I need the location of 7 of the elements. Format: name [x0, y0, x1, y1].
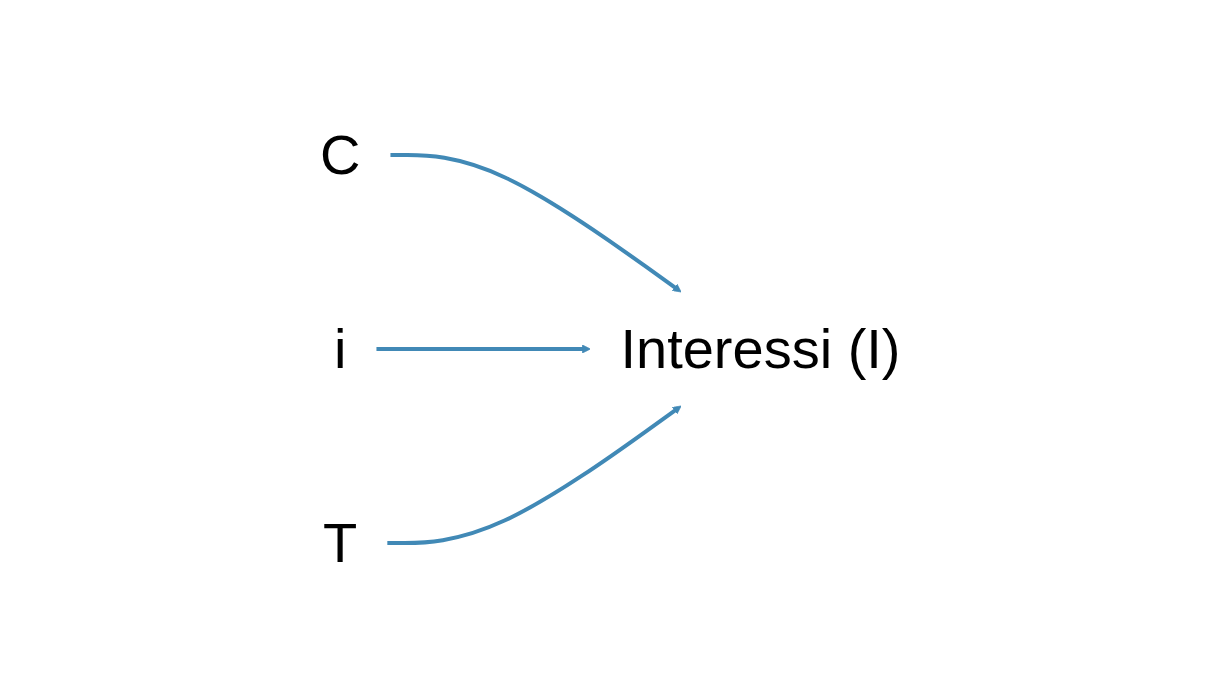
- node-text: T: [322, 511, 358, 574]
- arrow: [390, 153, 682, 293]
- arrow: [376, 344, 591, 354]
- node-text: i: [333, 317, 347, 380]
- node-text: Interessi (I): [620, 317, 901, 380]
- node-text: C: [319, 123, 361, 186]
- arrow: [387, 405, 682, 545]
